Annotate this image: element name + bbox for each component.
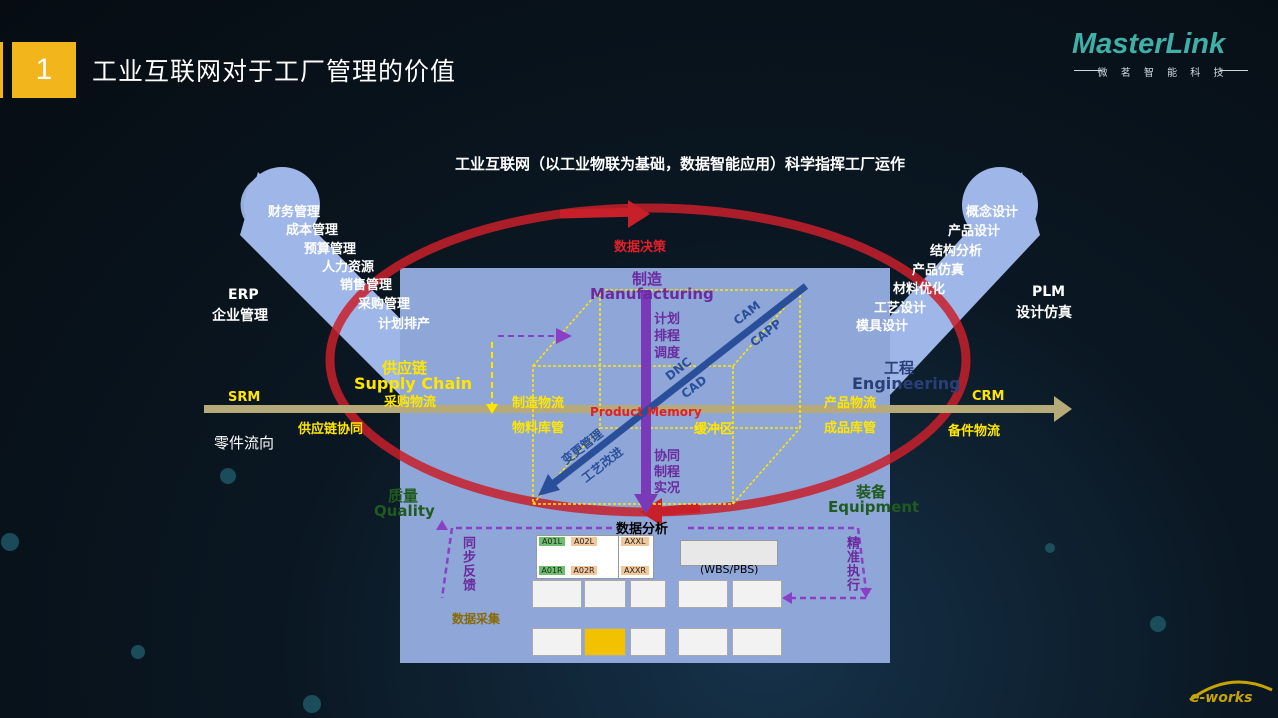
plm-item: 工艺设计 (874, 297, 926, 316)
yellow-machine-thumb (584, 628, 626, 656)
erp-subtitle: 企业管理 (212, 305, 268, 325)
plm-title: PLM (1032, 284, 1065, 300)
quality-en: Quality (374, 502, 435, 520)
cube-right-bottom: 成品库管 (824, 417, 876, 436)
robot-thumb (532, 580, 582, 608)
plm-subtitle: 设计仿真 (1016, 302, 1072, 322)
car-thumb (678, 580, 728, 608)
sync-feedback-label: 同步反馈 (458, 536, 477, 592)
precise-execute-label: 精准执行 (842, 536, 861, 592)
data-decision-label: 数据决策 (614, 236, 666, 255)
machine-thumb (584, 580, 626, 608)
station-group-2: AXXL AXXR (618, 535, 654, 579)
parts-flow-label: 零件流向 (214, 432, 274, 453)
plm-item: 模具设计 (856, 315, 908, 334)
srm-sub-label: 供应链协同 (298, 418, 363, 437)
equipment-en: Equipment (828, 498, 919, 516)
manufacturing-bottom-item: 实况 (654, 477, 680, 496)
truck-thumb (732, 628, 782, 656)
product-memory-label: Product Memory (590, 405, 702, 419)
erp-item: 成本管理 (286, 219, 338, 238)
vehicle-thumb (732, 580, 782, 608)
cube-right-top: 产品物流 (824, 392, 876, 411)
plm-item: 结构分析 (930, 240, 982, 259)
car-thumb-2 (678, 628, 728, 656)
erp-item: 采购管理 (358, 293, 410, 312)
manufacturing-en: Manufacturing (590, 285, 714, 303)
station-tag: A02R (571, 566, 597, 575)
erp-item: 销售管理 (340, 274, 392, 293)
erp-item: 财务管理 (268, 201, 320, 220)
erp-item: 计划排产 (378, 313, 430, 332)
crm-sub-label: 备件物流 (948, 420, 1000, 439)
erp-item: 预算管理 (304, 238, 356, 257)
plm-item: 产品仿真 (912, 259, 964, 278)
plm-item: 概念设计 (966, 201, 1018, 220)
cube-left-top: 制造物流 (512, 392, 564, 411)
arm-thumb-2 (630, 628, 666, 656)
supply-chain-sub: 采购物流 (384, 391, 436, 410)
cube-left-bottom: 物料库管 (512, 417, 564, 436)
crm-label: CRM (972, 389, 1005, 404)
srm-label: SRM (228, 390, 260, 405)
station-group-1: A01L A02L A01R A02R (536, 535, 620, 579)
erp-item: 人力资源 (322, 256, 374, 275)
engineering-en: Engineering (852, 374, 961, 393)
eworks-watermark: e-works (1190, 690, 1252, 706)
plm-item: 产品设计 (948, 220, 1000, 239)
station-tag: A02L (571, 537, 597, 546)
worker-thumb (532, 628, 582, 656)
manufacturing-item: 调度 (654, 342, 680, 361)
station-tag: AXXR (621, 566, 649, 575)
wbs-label: (WBS/PBS) (700, 563, 758, 576)
station-tag: A01R (539, 566, 565, 575)
cube-center: 缓冲区 (694, 418, 733, 437)
plm-item: 材料优化 (893, 278, 945, 297)
station-tag: AXXL (621, 537, 649, 546)
data-collect-label: 数据采集 (452, 610, 500, 627)
erp-title: ERP (228, 287, 259, 303)
station-tag: A01L (539, 537, 565, 546)
arm-thumb (630, 580, 666, 608)
